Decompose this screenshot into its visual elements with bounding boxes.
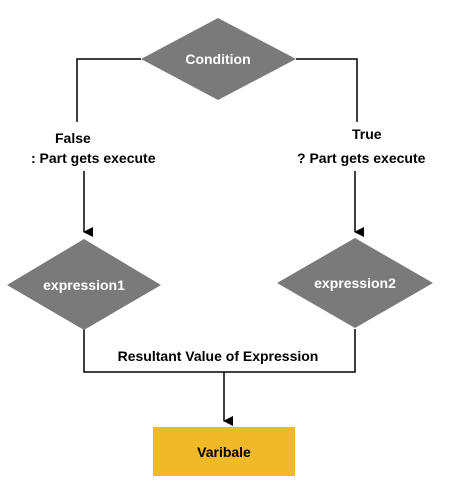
expression1-label: expression1 — [43, 277, 125, 293]
resultant-value-label: Resultant Value of Expression — [118, 348, 319, 364]
expression1-shape — [7, 239, 161, 330]
condition-label: Condition — [185, 51, 250, 67]
false-branch-label: False — [55, 130, 91, 146]
true-branch-connector — [296, 58, 358, 122]
merge-connector — [83, 329, 356, 373]
true-branch-description: ? Part gets execute — [297, 150, 426, 166]
variable-label: Varibale — [197, 444, 251, 460]
condition-decision-shape — [141, 18, 296, 100]
variable-box — [153, 427, 295, 476]
false-branch-description: : Part gets execute — [31, 150, 156, 166]
expression2-label: expression2 — [314, 275, 396, 291]
false-branch-connector — [76, 58, 141, 122]
expression2-shape — [277, 238, 433, 328]
true-branch-label: True — [352, 126, 382, 142]
